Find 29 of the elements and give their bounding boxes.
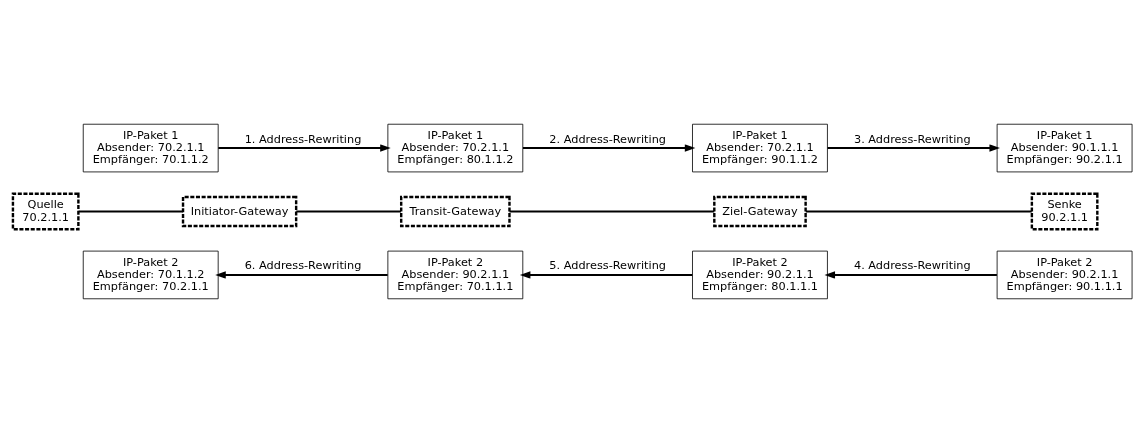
edge-label: 3. Address-Rewriting (853, 132, 971, 146)
node-box: IP-Paket 2 Absender: 90.2.1.1 Empfänger: 90.1.1.1 (996, 250, 1133, 300)
connector (805, 210, 1032, 213)
node-box: IP-Paket 1 Absender: 90.1.1.1 Empfänger: 90.2.1.1 (996, 123, 1133, 173)
edge-label: 5. Address-Rewriting (549, 259, 666, 273)
edge-label: 6. Address-Rewriting (244, 259, 362, 273)
node-box: IP-Paket 1 Absender: 70.2.1.1 Empfänger: 70.1.1.2 (82, 123, 219, 173)
node-box: IP-Paket 1 Absender: 70.2.1.1 Empfänger: 80.1.1.2 (387, 123, 524, 173)
node-box: Senke 90.2.1.1 (1030, 192, 1099, 231)
node-box: Transit-Gateway (400, 195, 511, 228)
node-box: IP-Paket 2 Absender: 70.1.1.2 Empfänger: 70.2.1.1 (82, 250, 219, 300)
connector (509, 210, 715, 213)
node-box: Ziel-Gateway (713, 195, 807, 228)
arrow (519, 271, 693, 279)
connector (296, 210, 401, 213)
node-box: IP-Paket 1 Absender: 70.2.1.1 Empfänger: 90.1.1.2 (692, 123, 828, 173)
arrow (215, 271, 388, 279)
node-box: IP-Paket 2 Absender: 90.2.1.1 Empfänger: 70.1.1.1 (387, 250, 524, 300)
edge-label: 4. Address-Rewriting (853, 259, 971, 273)
connector (78, 210, 183, 213)
node-box: Quelle 70.2.1.1 (11, 192, 80, 231)
node-box: Initiator-Gateway (181, 195, 298, 228)
node-box: IP-Paket 2 Absender: 90.2.1.1 Empfänger: 80.1.1.1 (692, 250, 828, 300)
arrow (827, 144, 1000, 152)
arrow (522, 144, 696, 152)
arrow (218, 144, 391, 152)
edge-label: 2. Address-Rewriting (549, 132, 666, 146)
arrow (824, 271, 997, 279)
edge-label: 1. Address-Rewriting (244, 132, 362, 146)
